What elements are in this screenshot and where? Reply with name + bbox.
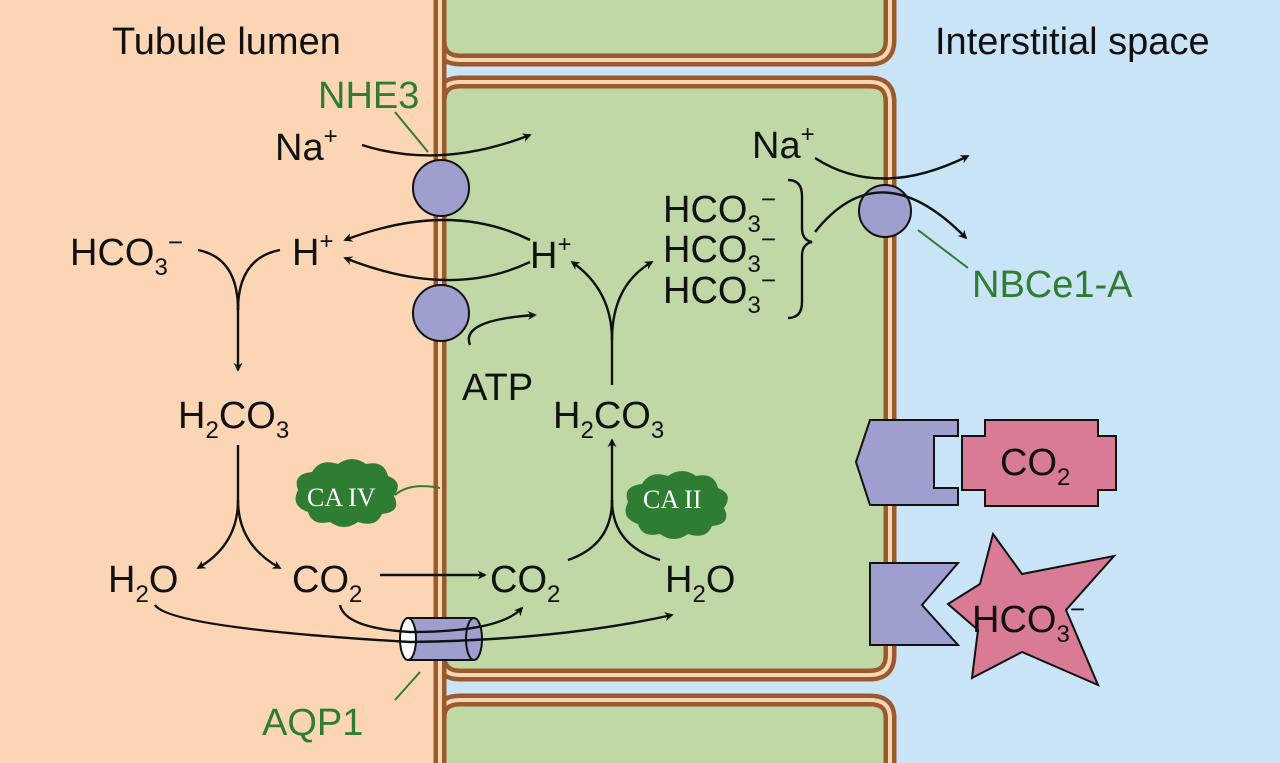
ca-ii-label: CA II: [643, 485, 702, 514]
co2-cell: CO2: [490, 559, 560, 608]
na-interstitial: Na+: [752, 121, 815, 167]
aqp1-channel: [399, 617, 483, 661]
h2o-lumen: H2O: [108, 559, 178, 608]
h2co3-lumen: H2CO3: [178, 395, 289, 444]
co2-receptor-shape: [854, 419, 959, 506]
ca-iv-enzyme: [295, 459, 398, 527]
co2-lumen: CO2: [292, 559, 362, 608]
h-cell: H+: [530, 231, 571, 277]
hco3-ligand-shape: [946, 531, 1117, 687]
h-lumen: H+: [292, 228, 333, 274]
lumen-title: Tubule lumen: [112, 21, 341, 63]
interstitial-title: Interstitial space: [935, 21, 1210, 63]
h2o-cell: H2O: [665, 559, 735, 608]
h-atpase-pump: [412, 284, 470, 342]
hco3-brace: [787, 178, 813, 320]
nhe3-transporter: [412, 159, 470, 217]
na-lumen: Na+: [275, 123, 338, 169]
nhe3-label: NHE3: [318, 75, 419, 117]
hco3-cell-1: HCO3−: [663, 184, 776, 238]
aqp1-label: AQP1: [262, 702, 363, 744]
hco3-lumen: HCO3−: [70, 227, 183, 281]
ca-iv-label: CA IV: [307, 483, 376, 512]
neighbor-cell-bottom: [440, 700, 890, 763]
nbce1a-transporter: [858, 184, 912, 238]
hco3-interstitial: HCO3−: [972, 594, 1085, 648]
h2co3-cell: H2CO3: [553, 395, 664, 444]
co2-ligand-shape: [961, 419, 1117, 507]
atp-label: ATP: [462, 367, 533, 409]
hco3-cell-2: HCO3−: [663, 224, 776, 278]
hco3-cell-3: HCO3−: [663, 265, 776, 319]
nbce1a-label: NBCe1-A: [972, 264, 1133, 306]
tubule-cell: [440, 82, 890, 675]
co2-interstitial: CO2: [1000, 442, 1070, 491]
hco3-receptor-shape: [869, 562, 961, 646]
neighbor-cell-top: [440, 0, 890, 60]
ca-ii-enzyme: [625, 471, 728, 539]
